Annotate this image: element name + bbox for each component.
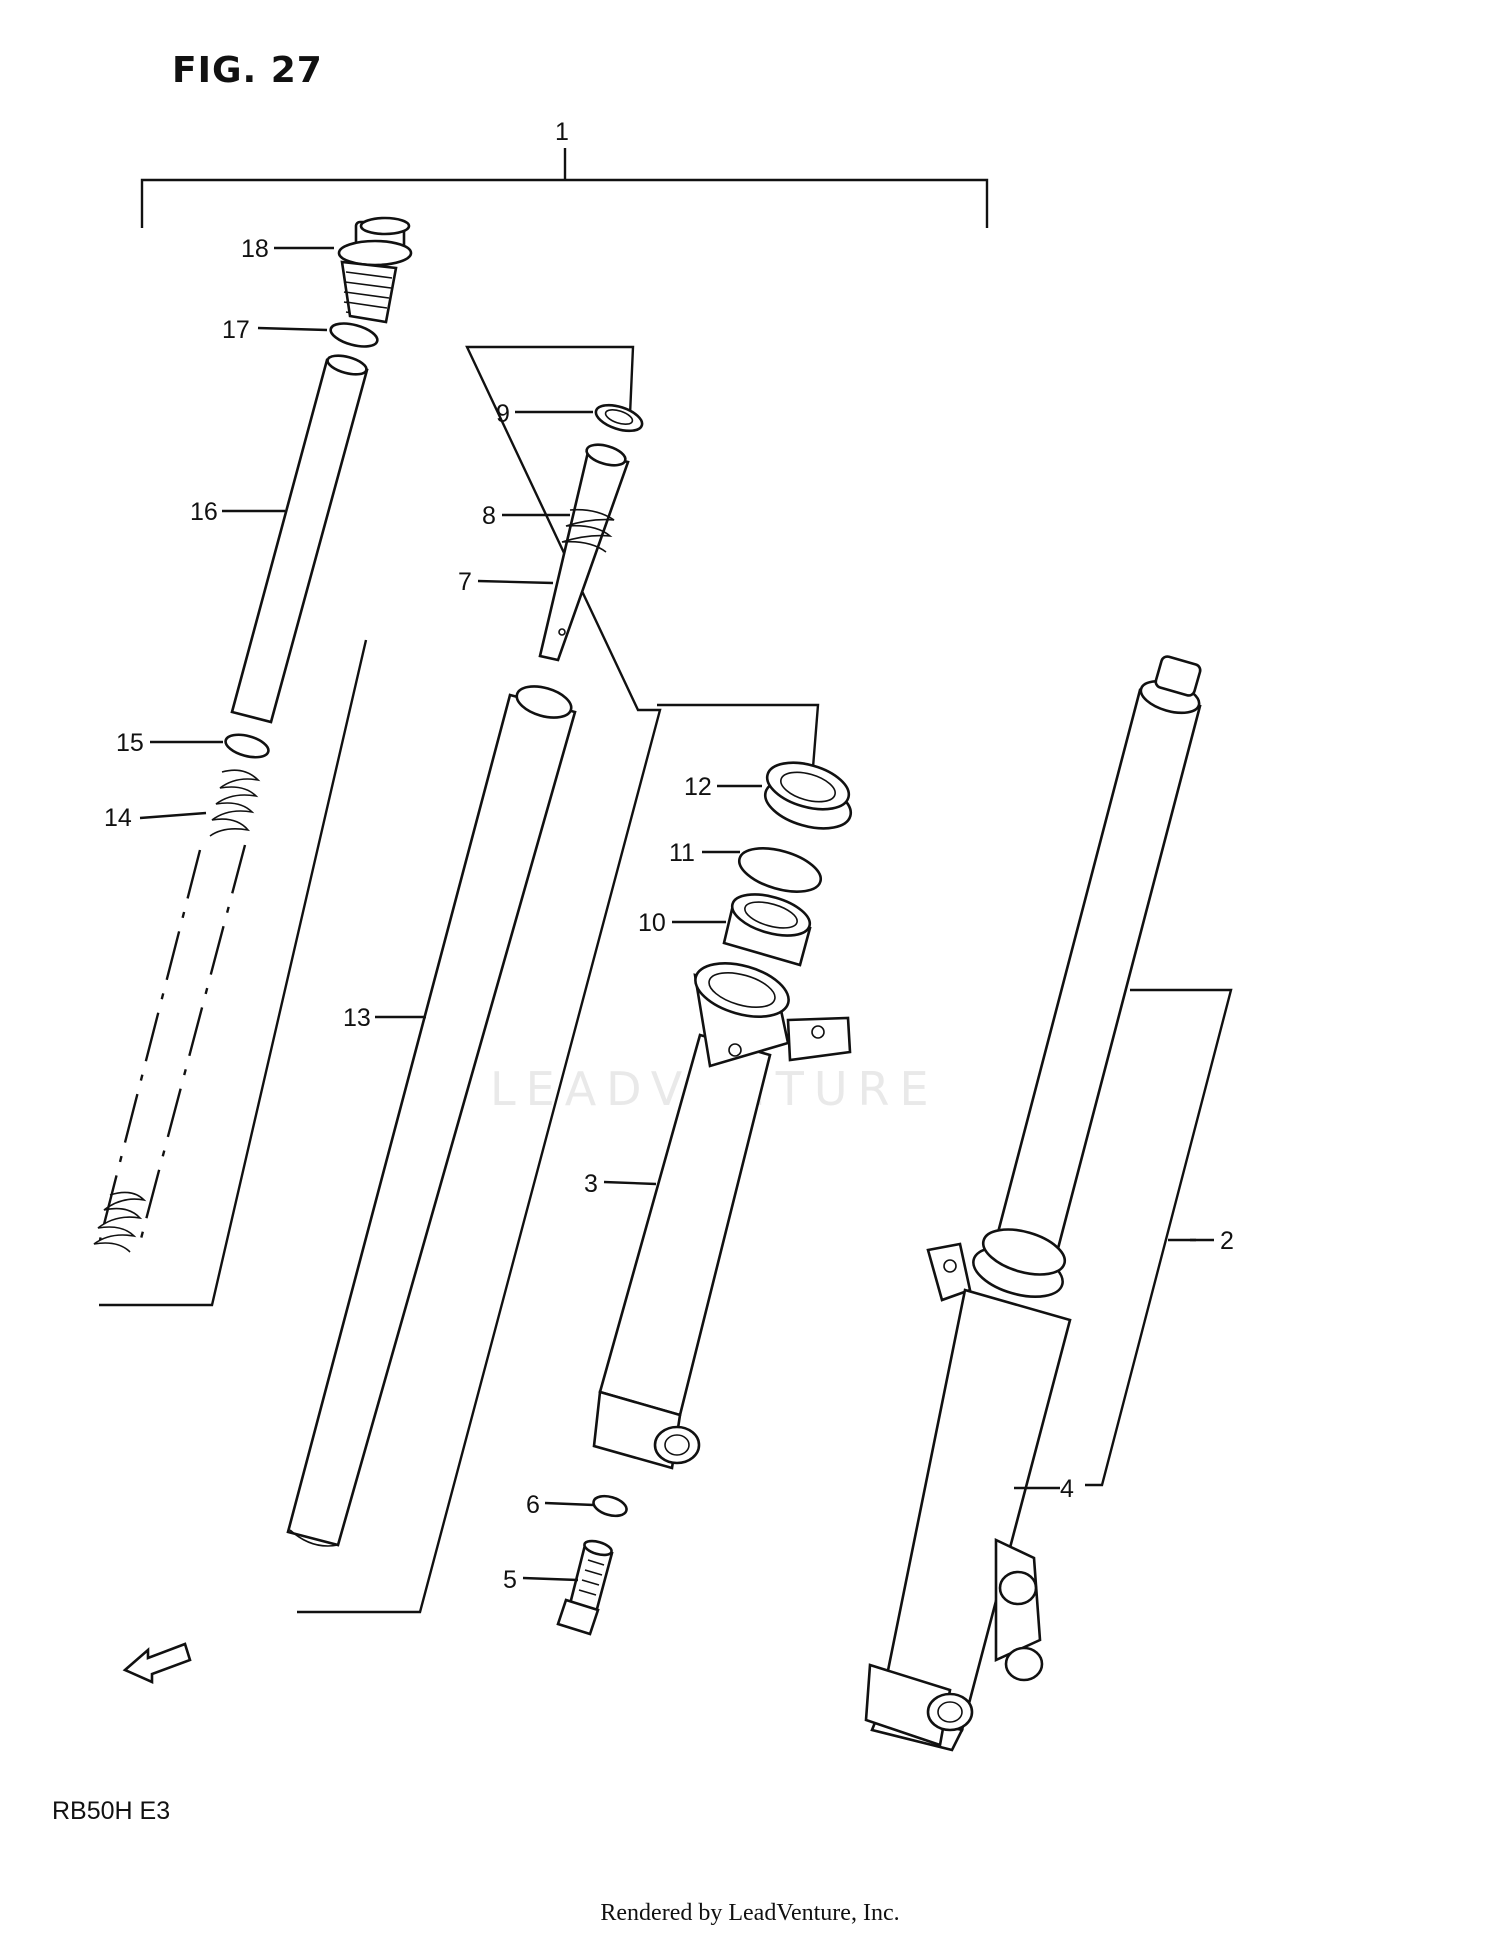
part-9-seal [594,403,644,433]
label-18: 18 [241,235,269,263]
figure-title: FIG. 27 [172,50,323,91]
label-6: 6 [526,1491,540,1519]
part-12-dust-seal [763,761,853,830]
label-7: 7 [458,568,472,596]
label-12: 12 [684,773,712,801]
label-14: 14 [104,804,132,832]
label-9: 9 [496,400,510,428]
label-15: 15 [116,729,144,757]
label-17: 17 [222,316,250,344]
assembly-bracket [140,148,989,228]
label-2: 2 [1220,1227,1234,1255]
label-16: 16 [190,498,218,526]
part-7-damper-rod [538,443,630,662]
part-13-inner-tube [286,685,577,1547]
label-3: 3 [584,1170,598,1198]
label-1: 1 [555,118,569,146]
right-fork-bracket [1085,988,1233,1487]
part-3-outer-tube-left [592,962,852,1470]
label-13: 13 [343,1004,371,1032]
outer-tube-bracket [657,703,820,781]
left-subassembly-bracket [99,639,368,1307]
part-2-right-fork-assembly [926,655,1202,1302]
label-5: 5 [503,1566,517,1594]
part-4-outer-tube-right [864,1288,1072,1752]
footer-credit: Rendered by LeadVenture, Inc. [600,1900,900,1926]
label-8: 8 [482,502,496,530]
part-17-o-ring [329,322,379,348]
part-10-bushing [722,893,812,967]
part-6-gasket [592,1494,628,1518]
part-18-cap-bolt [337,216,413,324]
part-14-fork-spring [93,769,261,1253]
model-code: RB50H E3 [52,1797,171,1825]
part-8-rebound-spring [561,508,615,553]
part-11-oil-seal-clip [737,847,823,893]
label-11: 11 [669,839,695,867]
part-15-washer [224,733,270,759]
label-10: 10 [638,909,666,937]
center-subassembly-bracket [297,345,662,1614]
fwd-arrow-icon: FWD [122,1642,192,1685]
part-5-drain-bolt [556,1539,614,1636]
label-4: 4 [1060,1475,1074,1503]
callouts: 1 18 17 16 15 14 9 8 7 13 12 11 10 3 6 5 [104,118,1234,1594]
part-16-spacer-tube [230,354,369,724]
